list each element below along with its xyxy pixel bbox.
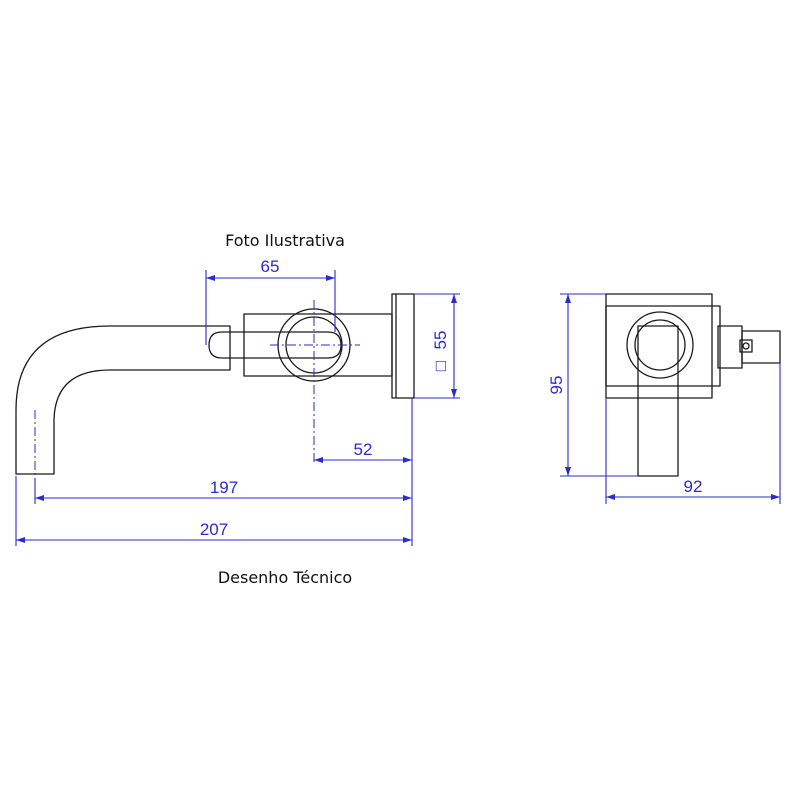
dimension-52-label: 52	[354, 440, 373, 459]
drawing-caption: Desenho Técnico	[217, 568, 353, 587]
side-handle-base	[626, 311, 694, 379]
front-view	[15, 293, 415, 478]
connector-screw-icon	[739, 339, 753, 353]
dimension-207-label: 207	[200, 520, 228, 539]
dimension-207: 207	[15, 476, 412, 546]
dimension-95-label: 95	[547, 376, 566, 395]
side-connector-tip	[741, 330, 781, 364]
dimension-52: 52	[314, 398, 413, 470]
side-handle-base-inner	[634, 319, 686, 371]
side-wall-plate	[605, 293, 713, 399]
dimension-197: 197	[34, 470, 413, 546]
photo-caption: Foto Ilustrativa	[225, 231, 345, 250]
dimension-55: 55 □	[414, 293, 460, 399]
side-lever	[637, 325, 679, 477]
dimension-95: 95	[547, 293, 638, 477]
square-symbol-icon: □	[431, 361, 450, 371]
side-view	[605, 293, 781, 477]
lever-handle	[208, 331, 342, 359]
dimension-65: 65	[205, 257, 336, 345]
dimension-197-label: 197	[210, 478, 238, 497]
side-connector	[717, 325, 743, 369]
dimension-92-label: 92	[684, 477, 703, 496]
dimension-55-label: 55	[431, 331, 450, 350]
wall-plate	[391, 293, 415, 399]
spout-outline	[15, 325, 231, 475]
dimension-65-label: 65	[261, 257, 280, 276]
dimension-92: 92	[605, 363, 781, 504]
side-body	[605, 305, 721, 387]
